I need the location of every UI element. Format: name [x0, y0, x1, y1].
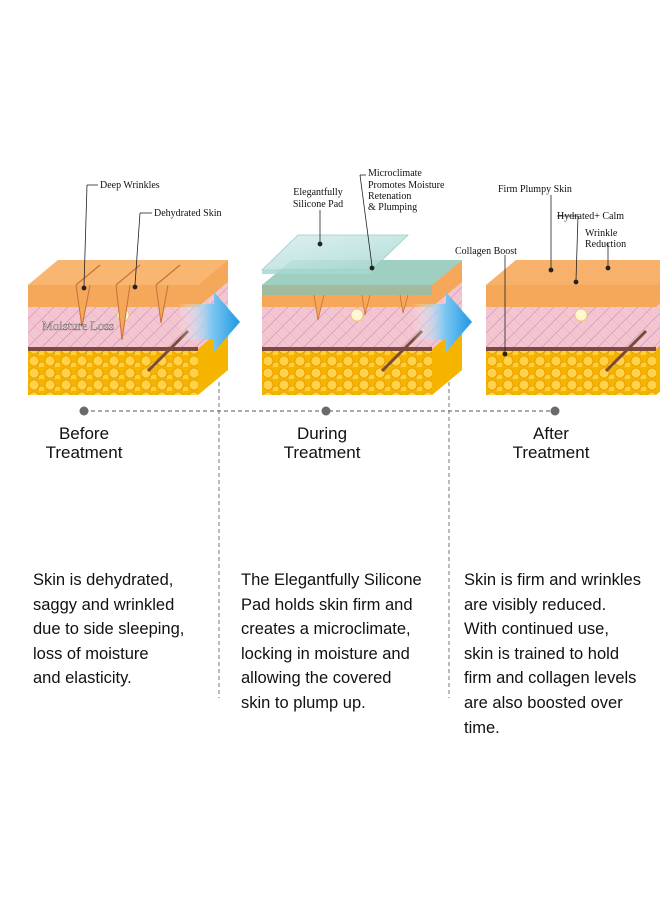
description-line: Pad holds skin firm and: [241, 595, 413, 614]
stage-label-line: During: [296, 424, 348, 443]
callout-hydrated-calm: Hydrated+ Calm: [557, 211, 624, 222]
stage-label-during: During Treatment: [232, 424, 412, 462]
stage-label-line: Treatment: [283, 443, 361, 462]
callout-micro-line3: Retenation: [368, 191, 411, 202]
description-line: saggy and wrinkled: [33, 595, 175, 614]
description-line: With continued use,: [464, 620, 609, 639]
description-line: and elasticity.: [33, 669, 132, 688]
skin-block-before: [26, 258, 230, 397]
dot-icon: [79, 406, 89, 416]
description-line: The Elegantfully Silicone: [241, 571, 422, 589]
skin-block-after: [484, 258, 660, 397]
description-line: are visibly reduced.: [464, 595, 607, 614]
description-line: creates a microclimate,: [241, 620, 411, 639]
description-line: due to side sleeping,: [33, 620, 185, 639]
stage-label-line: Treatment: [512, 443, 590, 462]
dot-icon: [321, 406, 331, 416]
callout-wrinkle-line2: Reduction: [585, 239, 626, 250]
description-during: The Elegantfully Silicone Pad holds skin…: [241, 568, 446, 716]
callout-firm-plumpy-skin: Firm Plumpy Skin: [498, 184, 572, 195]
callout-deep-wrinkles: Deep Wrinkles: [100, 180, 160, 191]
timeline: [79, 406, 560, 416]
stage-label-after: After Treatment: [461, 424, 641, 462]
right-arrow-icon: [412, 292, 472, 352]
stage-label-line: After: [533, 424, 569, 443]
stage-label-before: Before Treatment: [0, 424, 174, 462]
callout-wrinkle-line1: Wrinkle: [585, 228, 618, 239]
callout-dehydrated-skin: Dehydrated Skin: [154, 208, 222, 219]
stage-label-line: Before: [58, 424, 110, 443]
description-line: loss of moisture: [33, 644, 149, 663]
description-line: Skin is dehydrated,: [33, 571, 174, 589]
callout-micro-line1: Microclimate: [368, 168, 422, 179]
description-line: Skin is firm and wrinkles: [464, 571, 641, 589]
callout-micro-line2: Promotes Moisture: [368, 180, 445, 191]
moisture-loss-label: Moisture Loss: [42, 319, 114, 333]
description-after: Skin is firm and wrinkles are visibly re…: [464, 568, 660, 740]
description-line: firm and collagen levels: [464, 669, 637, 688]
description-line: time.: [464, 718, 500, 737]
callout-micro-line4: & Plumping: [368, 202, 417, 213]
description-line: are also boosted over: [464, 693, 623, 712]
description-line: skin to plump up.: [241, 693, 366, 712]
callout-pad-line2: Silicone Pad: [293, 199, 343, 210]
description-before: Skin is dehydrated, saggy and wrinkled d…: [33, 568, 238, 691]
stage-label-line: Treatment: [45, 443, 123, 462]
description-line: locking in moisture and: [241, 644, 410, 663]
callout-collagen-boost: Collagen Boost: [455, 246, 517, 257]
description-line: skin is trained to hold: [464, 644, 620, 663]
right-arrow-icon: [178, 292, 240, 352]
dot-icon: [550, 406, 560, 416]
description-line: allowing the covered: [241, 669, 392, 688]
callout-pad-line1: Elegantfully: [293, 187, 342, 198]
